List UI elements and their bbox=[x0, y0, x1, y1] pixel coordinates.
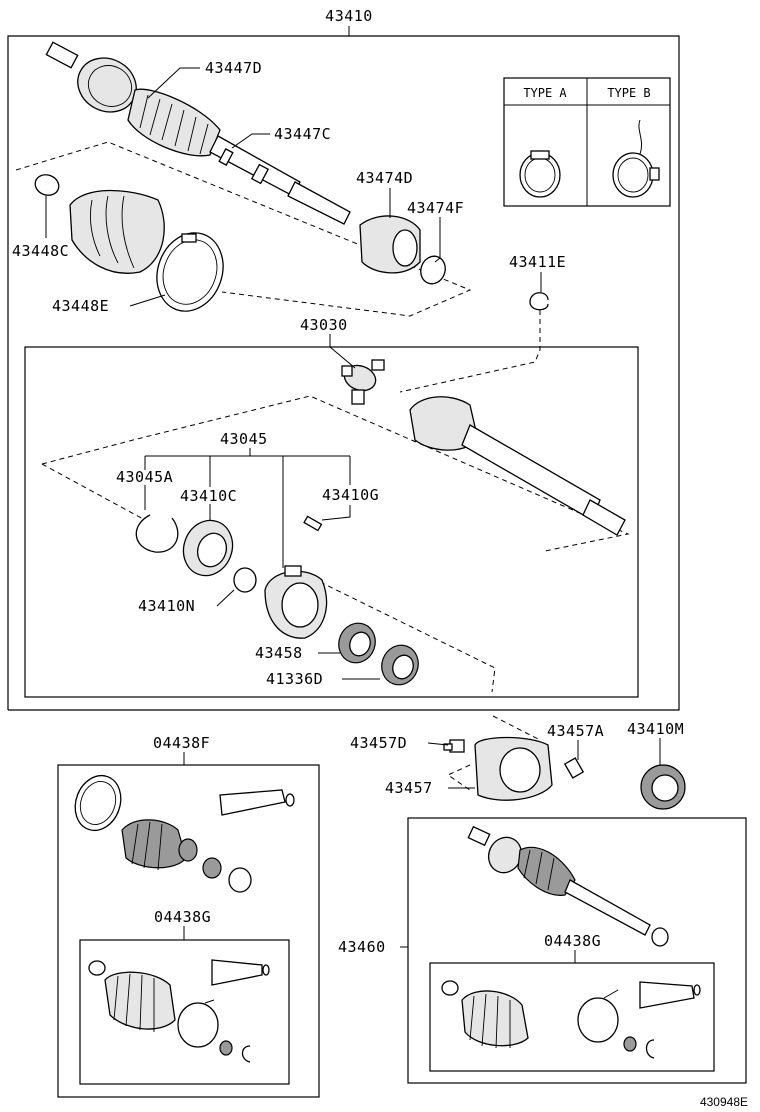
label-43457[interactable]: 43457 bbox=[385, 779, 433, 797]
boot-kit-04438G-left-parts bbox=[88, 959, 270, 1063]
boot-kit-right-frame bbox=[407, 817, 747, 1084]
outboard-boot-43448C bbox=[69, 189, 165, 274]
label-43410G[interactable]: 43410G bbox=[322, 486, 379, 504]
snap-ring-43410N bbox=[233, 567, 257, 593]
leader-lines bbox=[45, 26, 661, 963]
label-43457A[interactable]: 43457A bbox=[547, 722, 604, 740]
label-43447C[interactable]: 43447C bbox=[274, 125, 331, 143]
part-labels: 43410 43447D 43447C 43474D 43474F 43448C… bbox=[12, 7, 748, 1109]
seal-43410M bbox=[640, 764, 686, 810]
clamp-43448C bbox=[34, 174, 60, 196]
driveshaft-43460-parts bbox=[467, 825, 669, 947]
clamp-43448E bbox=[156, 232, 224, 312]
label-04438G-left[interactable]: 04438G bbox=[154, 908, 211, 926]
boot-kit-04438F-parts bbox=[74, 774, 295, 893]
label-04438F[interactable]: 04438F bbox=[153, 734, 210, 752]
label-43448C[interactable]: 43448C bbox=[12, 242, 69, 260]
label-43030[interactable]: 43030 bbox=[300, 316, 348, 334]
type-b-label: TYPE B bbox=[607, 86, 650, 100]
misc-dash-leads bbox=[399, 310, 541, 791]
boot-kit-04438G-right-parts bbox=[441, 980, 701, 1059]
inboard-joint-frame bbox=[24, 346, 639, 698]
snap-ring-43474F bbox=[420, 255, 446, 285]
label-43457D[interactable]: 43457D bbox=[350, 734, 407, 752]
figure-reference: 430948E bbox=[700, 1095, 748, 1109]
label-43410M[interactable]: 43410M bbox=[627, 720, 684, 738]
tripod-43030 bbox=[341, 359, 385, 405]
clamp-type-legend: TYPE A TYPE B bbox=[503, 77, 671, 207]
bolt-43457D bbox=[443, 739, 465, 753]
label-43474F[interactable]: 43474F bbox=[407, 199, 464, 217]
label-04438G-right[interactable]: 04438G bbox=[544, 932, 601, 950]
bearing-bracket bbox=[264, 565, 328, 639]
type-a-label: TYPE A bbox=[523, 86, 567, 100]
inboard-shaft bbox=[409, 396, 626, 536]
bracket-43457 bbox=[474, 736, 553, 801]
label-43410N[interactable]: 43410N bbox=[138, 597, 195, 615]
label-43448E[interactable]: 43448E bbox=[52, 297, 109, 315]
label-43458[interactable]: 43458 bbox=[255, 644, 303, 662]
label-43410[interactable]: 43410 bbox=[325, 7, 373, 25]
main-assembly-frame bbox=[7, 35, 680, 711]
clamp-type-a-icon bbox=[519, 150, 561, 198]
housing-43474D bbox=[359, 215, 421, 274]
dust-seal-43458 bbox=[338, 622, 376, 664]
outboard-cv-joint-shaft bbox=[45, 41, 351, 225]
outboard-boot-group-outline bbox=[15, 141, 472, 317]
pin-43410G bbox=[303, 515, 323, 532]
label-43460[interactable]: 43460 bbox=[338, 938, 386, 956]
bearing-group-outline bbox=[41, 395, 630, 693]
label-43411E[interactable]: 43411E bbox=[509, 253, 566, 271]
snap-ring-43411E bbox=[529, 292, 549, 311]
label-41336D[interactable]: 41336D bbox=[266, 670, 323, 688]
bearing-43410C bbox=[182, 519, 234, 577]
clamp-type-b-icon bbox=[612, 119, 660, 198]
label-43045A[interactable]: 43045A bbox=[116, 468, 173, 486]
label-43410C[interactable]: 43410C bbox=[180, 487, 237, 505]
label-43474D[interactable]: 43474D bbox=[356, 169, 413, 187]
label-43045[interactable]: 43045 bbox=[220, 430, 268, 448]
bolt-43457A bbox=[563, 757, 585, 779]
label-43447D[interactable]: 43447D bbox=[205, 59, 262, 77]
snap-ring-43045A bbox=[135, 514, 179, 553]
oil-seal-41336D bbox=[381, 644, 419, 686]
